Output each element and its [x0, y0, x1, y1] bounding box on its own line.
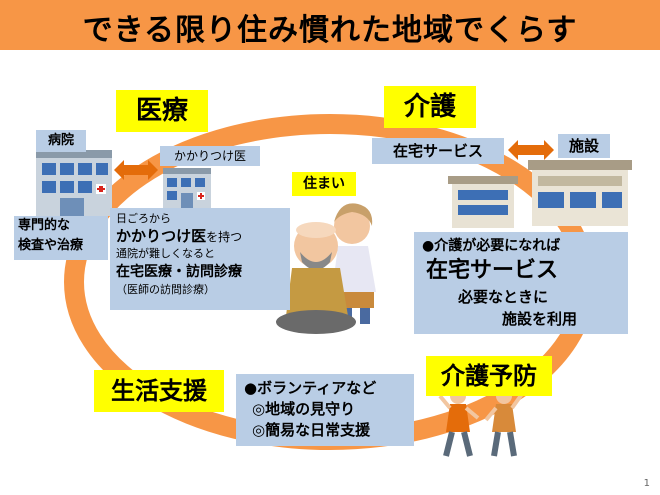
medical-line4: 在宅医療・訪問診療	[116, 264, 242, 280]
facility-building-icon	[528, 160, 632, 226]
life-support-heading: 生活支援	[94, 370, 224, 412]
care-line1: ●介護が必要になれば	[422, 238, 561, 254]
medical-line5: （医師の訪問診療）	[116, 283, 215, 296]
life-line2: ◎地域の見守り	[252, 400, 356, 418]
home-label: 住まい	[292, 172, 356, 196]
care-info-box: ●介護が必要になれば 在宅サービス 必要なときに 施設を利用	[414, 232, 628, 334]
gp-emphasis: かかりつけ医	[116, 227, 207, 245]
care-line2: 在宅サービス	[426, 258, 559, 283]
page-number: 1	[643, 478, 650, 489]
double-arrow-icon	[114, 160, 158, 180]
hospital-desc-line2: 検査や治療	[18, 238, 84, 253]
medical-info-box: 日ごろから かかりつけ医を持つ 通院が難しくなると 在宅医療・訪問診療 （医師の…	[110, 208, 290, 310]
care-line3: 必要なときに	[458, 288, 549, 306]
elderly-couple-illustration	[276, 203, 376, 334]
facility-label: 施設	[558, 134, 610, 158]
home-service-label: 在宅サービス	[372, 138, 504, 164]
gp-label: かかりつけ医	[160, 146, 260, 166]
medical-line3: 通院が難しくなると	[116, 247, 215, 260]
prevention-heading: 介護予防	[426, 356, 552, 396]
medical-line2: かかりつけ医を持つ	[116, 226, 284, 247]
life-line1: ●ボランティアなど	[244, 379, 377, 397]
clinic-building-icon	[163, 168, 211, 208]
home-service-building-icon	[448, 176, 518, 228]
care-heading: 介護	[384, 86, 476, 128]
medical-line1: 日ごろから	[116, 212, 171, 225]
hospital-building-icon	[36, 150, 112, 216]
page-title: できる限り住み慣れた地域でくらす	[82, 13, 578, 48]
gp-rest: を持つ	[206, 230, 243, 244]
hospital-description: 専門的な 検査や治療	[14, 216, 108, 260]
life-line3: ◎簡易な日常支援	[252, 421, 371, 439]
hospital-desc-line1: 専門的な	[18, 218, 71, 233]
care-line4: 施設を利用	[502, 310, 578, 328]
double-arrow-icon	[508, 140, 554, 160]
hospital-label: 病院	[36, 130, 86, 152]
life-support-info-box: ●ボランティアなど ◎地域の見守り ◎簡易な日常支援	[236, 374, 414, 446]
medical-heading: 医療	[116, 90, 208, 132]
title-bar	[0, 0, 660, 50]
exercising-seniors-illustration	[438, 388, 524, 457]
